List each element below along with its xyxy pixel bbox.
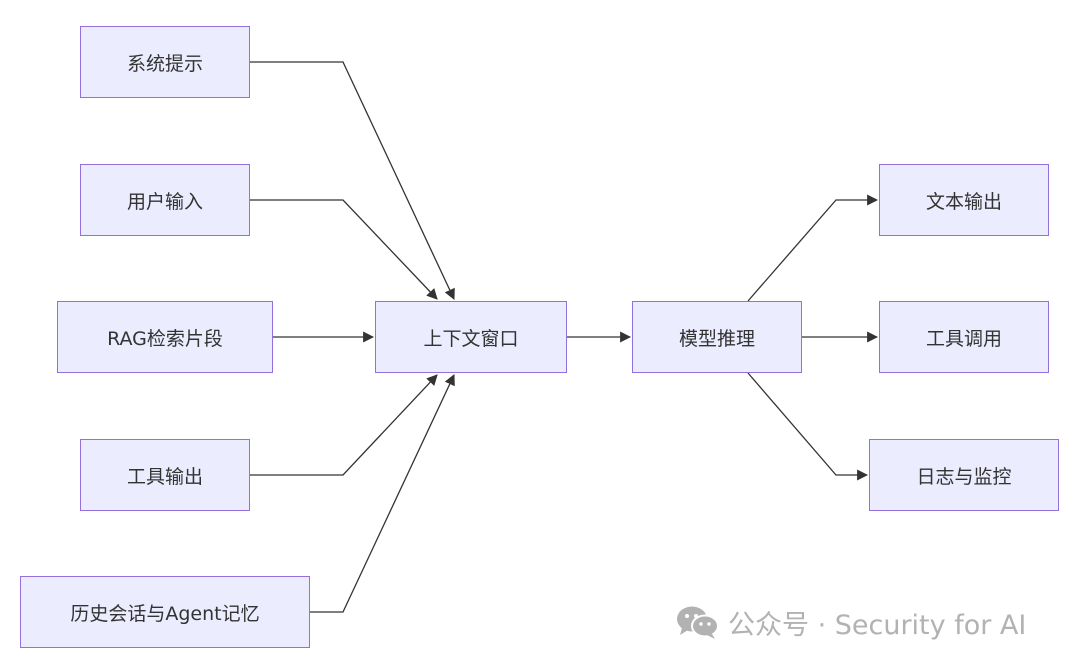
edge-model-inference-to-logging-monitoring [747, 372, 869, 481]
node-context-window-label: 上下文窗口 [423, 327, 519, 350]
node-rag-snippets: RAG检索片段 [57, 301, 273, 373]
wechat-icon [676, 604, 720, 640]
node-model-inference-label: 模型推理 [678, 327, 755, 350]
node-logging-monitoring: 日志与监控 [869, 439, 1059, 511]
node-history-memory: 历史会话与Agent记忆 [20, 576, 310, 648]
node-user-input-label: 用户输入 [126, 190, 203, 213]
edge-history-memory-to-context-window [310, 374, 455, 613]
node-tool-output: 工具输出 [80, 439, 250, 511]
edge-user-input-to-context-window [250, 199, 438, 300]
node-tool-call: 工具调用 [879, 301, 1049, 373]
edge-tool-output-in-to-context-window [250, 374, 438, 476]
watermark-text: 公众号 · Security for AI [728, 609, 1027, 641]
node-user-input: 用户输入 [80, 164, 250, 236]
node-tool-call-label: 工具调用 [925, 327, 1002, 350]
node-rag-snippets-label: RAG检索片段 [107, 327, 223, 350]
node-logging-monitoring-label: 日志与监控 [916, 465, 1012, 488]
node-model-inference: 模型推理 [632, 301, 802, 373]
node-text-output: 文本输出 [879, 164, 1049, 236]
edge-system-prompt-to-context-window [250, 61, 455, 300]
node-system-prompt: 系统提示 [80, 26, 250, 98]
node-text-output-label: 文本输出 [925, 190, 1002, 213]
node-context-window: 上下文窗口 [375, 301, 567, 373]
edge-model-inference-to-text-output [747, 194, 879, 302]
node-history-memory-label: 历史会话与Agent记忆 [70, 602, 260, 625]
node-tool-output-label: 工具输出 [126, 465, 203, 488]
watermark: 公众号 · Security for AI [676, 602, 1026, 642]
node-system-prompt-label: 系统提示 [126, 52, 203, 75]
